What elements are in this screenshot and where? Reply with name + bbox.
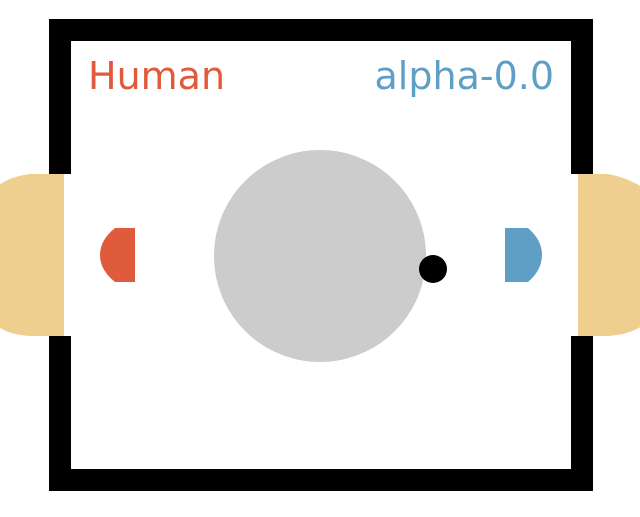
player-left-name: Human [88,54,226,98]
left-paddle [100,228,135,282]
left-goal [0,174,64,336]
player-right-name: alpha-0.0 [374,54,554,98]
arena-wall [49,19,593,491]
puck [419,255,447,283]
center-obstacle [214,150,426,362]
right-paddle [505,228,542,282]
right-goal [578,174,640,336]
